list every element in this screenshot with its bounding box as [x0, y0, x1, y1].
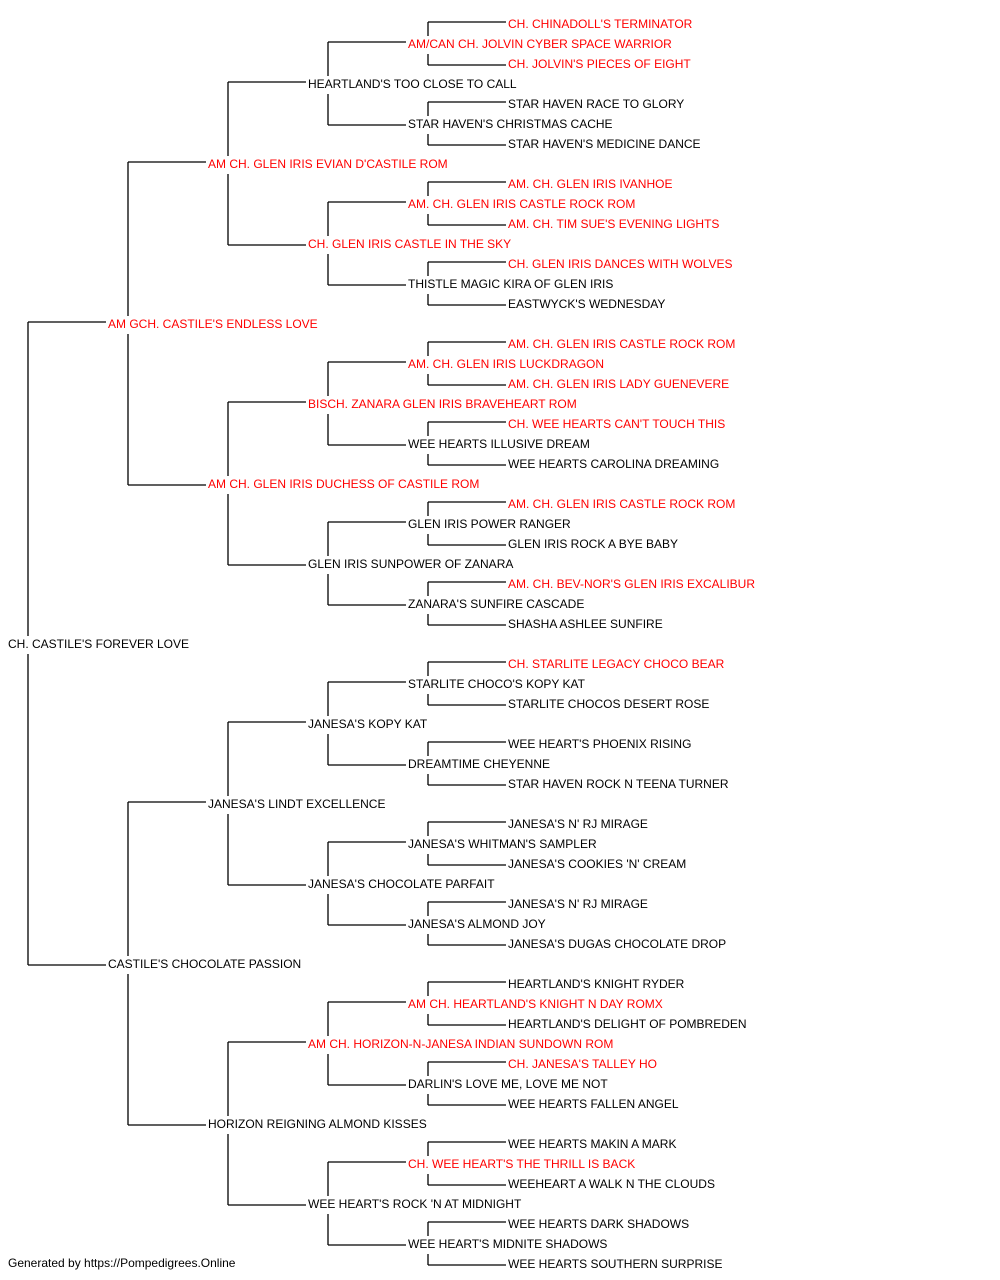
dog-name-castile-s-chocolate-passion: CASTILE'S CHOCOLATE PASSION [108, 957, 301, 971]
dog-name-star-haven-race-to-glory: STAR HAVEN RACE TO GLORY [508, 97, 684, 111]
dog-name-janesa-s-chocolate-parfait: JANESA'S CHOCOLATE PARFAIT [308, 877, 495, 891]
dog-name-am-ch-heartland-s-knight-n-day-romx: AM CH. HEARTLAND'S KNIGHT N DAY ROMX [408, 997, 663, 1011]
dog-name-wee-hearts-fallen-angel: WEE HEARTS FALLEN ANGEL [508, 1097, 679, 1111]
dog-name-am-ch-glen-iris-duchess-of-castile-rom: AM CH. GLEN IRIS DUCHESS OF CASTILE ROM [208, 477, 479, 491]
dog-name-dreamtime-cheyenne: DREAMTIME CHEYENNE [408, 757, 550, 771]
dog-name-am-ch-glen-iris-luckdragon: AM. CH. GLEN IRIS LUCKDRAGON [408, 357, 604, 371]
dog-name-wee-heart-s-phoenix-rising: WEE HEART'S PHOENIX RISING [508, 737, 691, 751]
dog-name-ch-chinadoll-s-terminator: CH. CHINADOLL'S TERMINATOR [508, 17, 693, 31]
dog-name-thistle-magic-kira-of-glen-iris: THISTLE MAGIC KIRA OF GLEN IRIS [408, 277, 613, 291]
dog-name-am-ch-horizon-n-janesa-indian-sundown-rom: AM CH. HORIZON-N-JANESA INDIAN SUNDOWN R… [308, 1037, 613, 1051]
dog-name-wee-heart-s-midnite-shadows: WEE HEART'S MIDNITE SHADOWS [408, 1237, 607, 1251]
footer-credit: Generated by https://Pompedigrees.Online [8, 1256, 236, 1270]
dog-name-janesa-s-n-rj-mirage: JANESA'S N' RJ MIRAGE [508, 897, 648, 911]
dog-name-horizon-reigning-almond-kisses: HORIZON REIGNING ALMOND KISSES [208, 1117, 427, 1131]
dog-name-wee-hearts-southern-surprise: WEE HEARTS SOUTHERN SURPRISE [508, 1257, 722, 1271]
dog-names: CH. CASTILE'S FOREVER LOVE AM GCH. CASTIL… [8, 17, 755, 1271]
dog-name-am-ch-bev-nor-s-glen-iris-excalibur: AM. CH. BEV-NOR'S GLEN IRIS EXCALIBUR [508, 577, 755, 591]
dog-name-heartland-s-too-close-to-call: HEARTLAND'S TOO CLOSE TO CALL [308, 77, 517, 91]
dog-name-am-ch-glen-iris-castle-rock-rom: AM. CH. GLEN IRIS CASTLE ROCK ROM [508, 337, 735, 351]
dog-name-shasha-ashlee-sunfire: SHASHA ASHLEE SUNFIRE [508, 617, 663, 631]
dog-name-wee-heart-s-rock-n-at-midnight: WEE HEART'S ROCK 'N AT MIDNIGHT [308, 1197, 522, 1211]
dog-name-bisch-zanara-glen-iris-braveheart-rom: BISCH. ZANARA GLEN IRIS BRAVEHEART ROM [308, 397, 577, 411]
dog-name-ch-castile-s-forever-love: CH. CASTILE'S FOREVER LOVE [8, 637, 189, 651]
dog-name-heartland-s-knight-ryder: HEARTLAND'S KNIGHT RYDER [508, 977, 685, 991]
dog-name-zanara-s-sunfire-cascade: ZANARA'S SUNFIRE CASCADE [408, 597, 584, 611]
dog-name-glen-iris-power-ranger: GLEN IRIS POWER RANGER [408, 517, 571, 531]
dog-name-wee-hearts-dark-shadows: WEE HEARTS DARK SHADOWS [508, 1217, 689, 1231]
dog-name-am-can-ch-jolvin-cyber-space-warrior: AM/CAN CH. JOLVIN CYBER SPACE WARRIOR [408, 37, 672, 51]
dog-name-am-ch-tim-sue-s-evening-lights: AM. CH. TIM SUE'S EVENING LIGHTS [508, 217, 719, 231]
dog-name-janesa-s-n-rj-mirage: JANESA'S N' RJ MIRAGE [508, 817, 648, 831]
dog-name-janesa-s-cookies-n-cream: JANESA'S COOKIES 'N' CREAM [508, 857, 686, 871]
dog-name-janesa-s-whitman-s-sampler: JANESA'S WHITMAN'S SAMPLER [408, 837, 597, 851]
dog-name-starlite-chocos-desert-rose: STARLITE CHOCOS DESERT ROSE [508, 697, 709, 711]
dog-name-am-ch-glen-iris-lady-guenevere: AM. CH. GLEN IRIS LADY GUENEVERE [508, 377, 729, 391]
dog-name-wee-hearts-carolina-dreaming: WEE HEARTS CAROLINA DREAMING [508, 457, 719, 471]
dog-name-am-gch-castile-s-endless-love: AM GCH. CASTILE'S ENDLESS LOVE [108, 317, 318, 331]
dog-name-janesa-s-lindt-excellence: JANESA'S LINDT EXCELLENCE [208, 797, 385, 811]
dog-name-eastwyck-s-wednesday: EASTWYCK'S WEDNESDAY [508, 297, 665, 311]
dog-name-janesa-s-kopy-kat: JANESA'S KOPY KAT [308, 717, 428, 731]
dog-name-am-ch-glen-iris-ivanhoe: AM. CH. GLEN IRIS IVANHOE [508, 177, 672, 191]
dog-name-star-haven-s-christmas-cache: STAR HAVEN'S CHRISTMAS CACHE [408, 117, 613, 131]
dog-name-starlite-choco-s-kopy-kat: STARLITE CHOCO'S KOPY KAT [408, 677, 586, 691]
dog-name-star-haven-rock-n-teena-turner: STAR HAVEN ROCK N TEENA TURNER [508, 777, 729, 791]
dog-name-am-ch-glen-iris-evian-d-castile-rom: AM CH. GLEN IRIS EVIAN D'CASTILE ROM [208, 157, 448, 171]
dog-name-wee-hearts-illusive-dream: WEE HEARTS ILLUSIVE DREAM [408, 437, 590, 451]
dog-name-weeheart-a-walk-n-the-clouds: WEEHEART A WALK N THE CLOUDS [508, 1177, 715, 1191]
dog-name-janesa-s-almond-joy: JANESA'S ALMOND JOY [408, 917, 546, 931]
dog-name-janesa-s-dugas-chocolate-drop: JANESA'S DUGAS CHOCOLATE DROP [508, 937, 726, 951]
dog-name-ch-glen-iris-castle-in-the-sky: CH. GLEN IRIS CASTLE IN THE SKY [308, 237, 511, 251]
dog-name-ch-glen-iris-dances-with-wolves: CH. GLEN IRIS DANCES WITH WOLVES [508, 257, 732, 271]
dog-name-am-ch-glen-iris-castle-rock-rom: AM. CH. GLEN IRIS CASTLE ROCK ROM [508, 497, 735, 511]
dog-name-ch-jolvin-s-pieces-of-eight: CH. JOLVIN'S PIECES OF EIGHT [508, 57, 691, 71]
dog-name-heartland-s-delight-of-pombreden: HEARTLAND'S DELIGHT OF POMBREDEN [508, 1017, 747, 1031]
dog-name-am-ch-glen-iris-castle-rock-rom: AM. CH. GLEN IRIS CASTLE ROCK ROM [408, 197, 635, 211]
dog-name-ch-starlite-legacy-choco-bear: CH. STARLITE LEGACY CHOCO BEAR [508, 657, 725, 671]
dog-name-ch-wee-hearts-can-t-touch-this: CH. WEE HEARTS CAN'T TOUCH THIS [508, 417, 725, 431]
dog-name-wee-hearts-makin-a-mark: WEE HEARTS MAKIN A MARK [508, 1137, 676, 1151]
connector-lines [27, 21, 506, 1266]
dog-name-glen-iris-sunpower-of-zanara: GLEN IRIS SUNPOWER OF ZANARA [308, 557, 513, 571]
dog-name-star-haven-s-medicine-dance: STAR HAVEN'S MEDICINE DANCE [508, 137, 701, 151]
dog-name-ch-janesa-s-talley-ho: CH. JANESA'S TALLEY HO [508, 1057, 657, 1071]
dog-name-darlin-s-love-me-love-me-not: DARLIN'S LOVE ME, LOVE ME NOT [408, 1077, 608, 1091]
dog-name-ch-wee-heart-s-the-thrill-is-back: CH. WEE HEART'S THE THRILL IS BACK [408, 1157, 635, 1171]
dog-name-glen-iris-rock-a-bye-baby: GLEN IRIS ROCK A BYE BABY [508, 537, 678, 551]
